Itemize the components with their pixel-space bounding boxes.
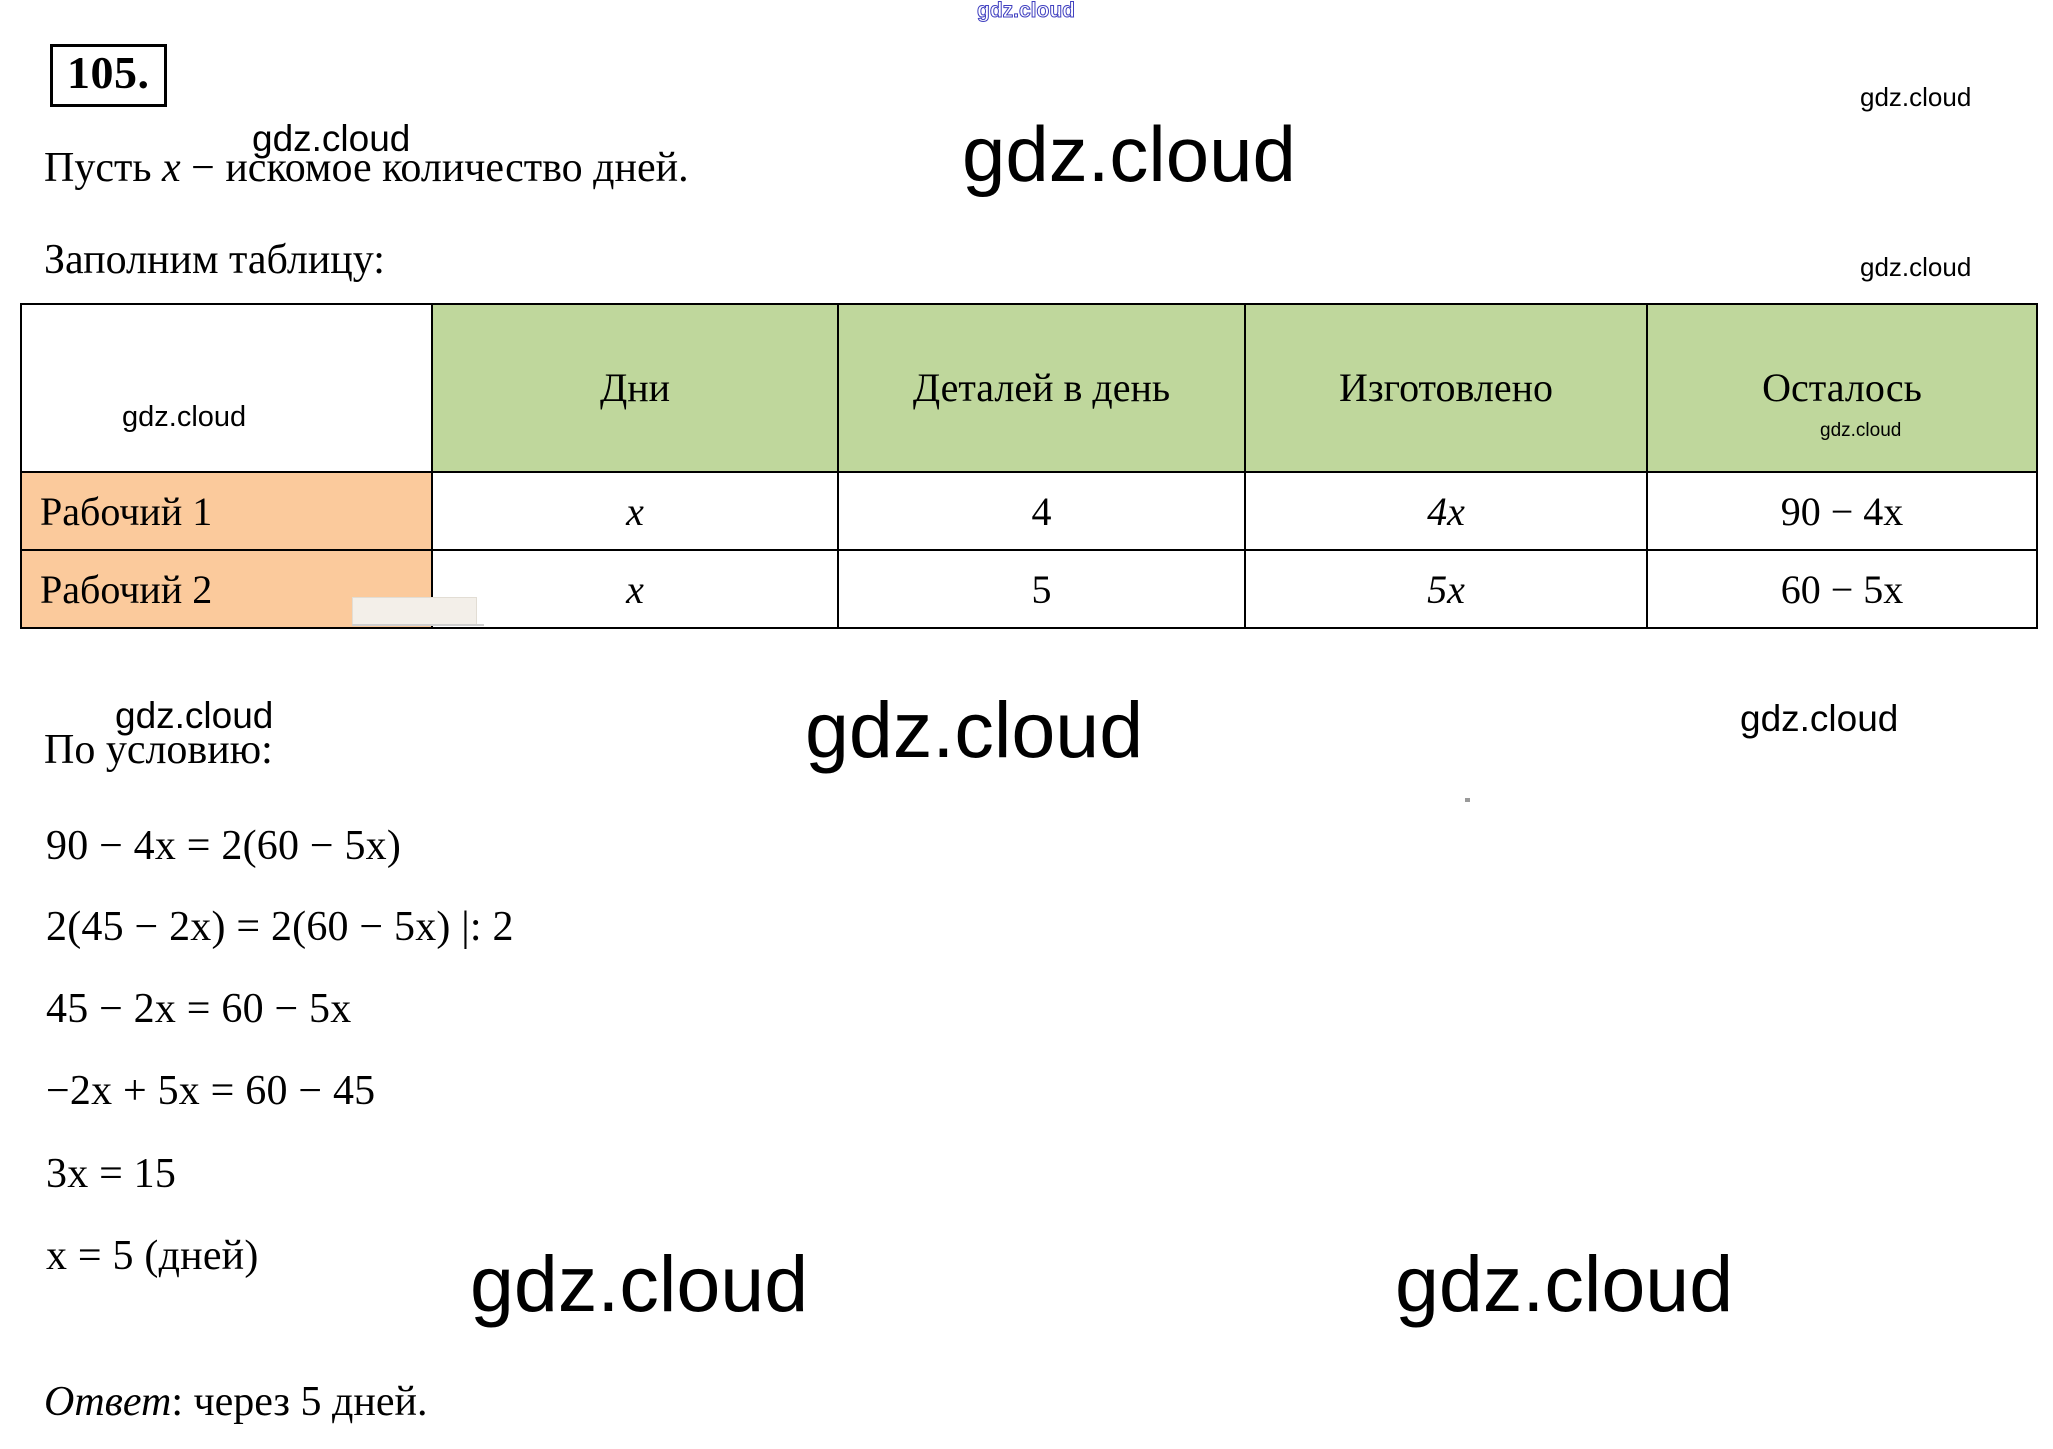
table-row: Рабочий 1 x 4 4x 90 − 4x <box>20 471 2038 551</box>
table-header-made: Изготовлено <box>1244 303 1648 473</box>
table-cell-per-day: 5 <box>837 549 1246 629</box>
scan-speck <box>1465 798 1470 802</box>
watermark-header-corner: gdz.cloud <box>122 401 247 433</box>
intro-line-1-prefix: Пусть <box>44 145 162 191</box>
scan-artifact <box>352 597 477 625</box>
table-header-days: Дни <box>431 303 839 473</box>
table-cell-made: 4x <box>1244 471 1648 551</box>
table-cell-made: 5x <box>1244 549 1648 629</box>
watermark-big-title: gdz.cloud <box>962 110 1296 198</box>
equation-step-5: 3x = 15 <box>46 1151 177 1197</box>
watermark-top-right-1: gdz.cloud <box>1860 82 1972 112</box>
intro-variable: x <box>161 145 181 191</box>
table-row-label: Рабочий 1 <box>20 471 433 551</box>
answer-text: : через 5 дней. <box>171 1379 428 1425</box>
watermark-mid-big: gdz.cloud <box>805 685 1144 774</box>
equation-step-3: 45 − 2x = 60 − 5x <box>46 986 352 1032</box>
intro-line-2: Заполним таблицу: <box>44 237 385 283</box>
intro-line-1-suffix: − искомое количество дней. <box>180 145 689 191</box>
equation-step-4: −2x + 5x = 60 − 45 <box>46 1068 376 1114</box>
scan-artifact-line <box>352 624 484 626</box>
answer-label: Ответ <box>44 1379 172 1425</box>
equation-step-1: 90 − 4x = 2(60 − 5x) <box>46 823 402 869</box>
table-cell-per-day: 4 <box>837 471 1246 551</box>
watermark-bottom-left-big: gdz.cloud <box>470 1239 809 1328</box>
table-row: Рабочий 2 x 5 5x 60 − 5x <box>20 549 2038 629</box>
calculation-table: gdz.cloud Дни Деталей в день Изготовлено… <box>20 303 2038 629</box>
exercise-number: 105. <box>50 44 167 107</box>
watermark-top-outline: gdz.cloud <box>977 0 1076 22</box>
table-header-left-label: Осталось <box>1762 364 1922 410</box>
equation-step-2: 2(45 − 2x) = 2(60 − 5x) |: 2 <box>46 904 514 950</box>
watermark-mid-right: gdz.cloud <box>1740 698 1899 739</box>
table-header-row: gdz.cloud Дни Деталей в день Изготовлено… <box>20 303 2038 473</box>
table-cell-days: x <box>431 471 839 551</box>
equation-step-6: x = 5 (дней) <box>46 1233 259 1279</box>
table-cell-left: 60 − 5x <box>1646 549 2038 629</box>
solution-heading: По условию: <box>44 727 273 773</box>
intro-line-1: Пусть x − искомое количество дней. <box>44 144 689 194</box>
table-header-parts-per-day: Деталей в день <box>837 303 1246 473</box>
table-header-corner: gdz.cloud <box>20 303 433 473</box>
table-cell-left: 90 − 4x <box>1646 471 2038 551</box>
watermark-top-right-2: gdz.cloud <box>1860 252 1972 282</box>
calculation-table-wrapper: gdz.cloud Дни Деталей в день Изготовлено… <box>20 303 2038 629</box>
watermark-bottom-right-big: gdz.cloud <box>1395 1239 1734 1328</box>
answer-line: Ответ: через 5 дней. <box>44 1378 427 1428</box>
watermark-header-left: gdz.cloud <box>1820 420 1902 441</box>
table-cell-days: x <box>431 549 839 629</box>
table-header-left: Осталось gdz.cloud <box>1646 303 2038 473</box>
